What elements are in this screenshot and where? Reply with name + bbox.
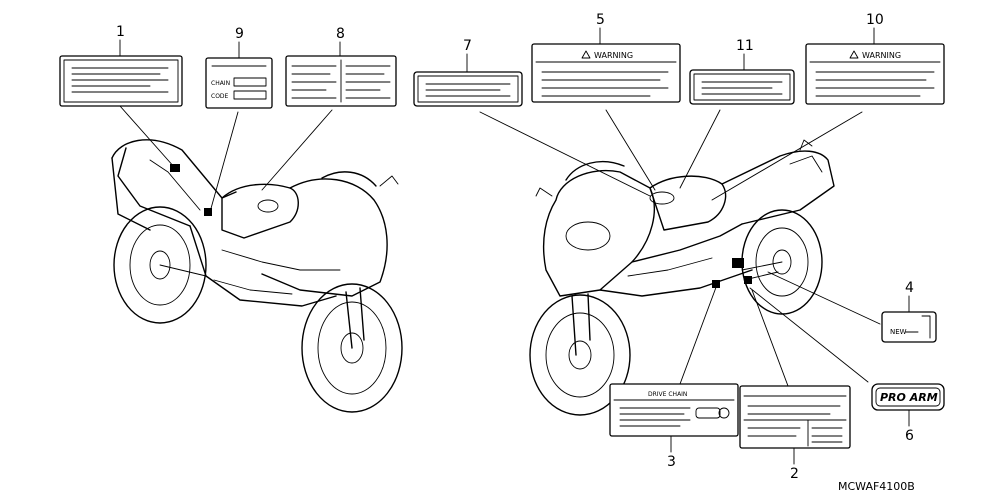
leader-9 — [209, 111, 239, 213]
diagram-code: MCWAF4100B — [838, 480, 915, 493]
label-9-chain-text: CHAIN — [211, 80, 230, 87]
label-7 — [413, 71, 523, 107]
leader-6 — [749, 287, 869, 383]
callout-3: 3 — [667, 454, 676, 470]
leader-lines — [119, 105, 881, 387]
warning-triangle-icon — [849, 50, 859, 59]
label-10-warning: WARNING — [805, 43, 945, 105]
callout-7: 7 — [463, 38, 472, 54]
label-location-4 — [744, 276, 752, 284]
chain-tool-icon — [695, 407, 721, 419]
label-5-warning: WARNING — [531, 43, 681, 103]
fuel-tank-right — [649, 175, 727, 231]
front-fairing-right — [542, 169, 656, 297]
motorcycle-right — [529, 139, 835, 416]
windscreen-left — [321, 171, 377, 187]
label-location-3 — [712, 280, 720, 288]
label-4: NEW — [881, 311, 937, 343]
callout-6: 6 — [905, 428, 914, 444]
leader-1 — [119, 105, 176, 169]
callout-8: 8 — [336, 26, 345, 42]
callout-10: 10 — [866, 12, 884, 28]
leader-11 — [679, 109, 721, 189]
callout-1: 1 — [116, 24, 125, 40]
mirror-right — [535, 187, 553, 197]
windscreen-right — [565, 160, 625, 181]
mirror-left — [379, 175, 399, 187]
callout-11: 11 — [736, 38, 754, 54]
warning-triangle-icon — [581, 50, 591, 59]
label-9-code-text: CODE — [211, 93, 229, 100]
leader-10 — [711, 111, 863, 201]
callout-2: 2 — [790, 466, 799, 482]
front-wheel-right — [529, 294, 631, 416]
label-location-9 — [204, 208, 212, 216]
label-9: CHAIN CODE — [205, 57, 273, 109]
label-2 — [739, 385, 851, 449]
callout-4: 4 — [905, 280, 914, 296]
label-location-2 — [732, 258, 744, 268]
leader-5 — [605, 109, 656, 191]
label-1 — [59, 55, 183, 107]
label-3: DRIVE CHAIN — [609, 383, 739, 437]
warning-10-text: WARNING — [862, 51, 901, 60]
label-8 — [285, 55, 397, 107]
leader-4 — [767, 271, 881, 325]
label-3-header: DRIVE CHAIN — [648, 391, 687, 398]
front-fairing-left — [261, 178, 388, 297]
label-11 — [689, 69, 795, 105]
callout-numbers: 1 9 8 7 5 11 10 4 6 3 2 — [116, 12, 914, 482]
front-wheel-left — [301, 283, 403, 413]
leader-8 — [261, 109, 333, 191]
headlight-right — [565, 221, 611, 251]
label-6: PRO ARM — [871, 383, 945, 411]
warning-5-text: WARNING — [594, 51, 633, 60]
callout-9: 9 — [235, 26, 244, 42]
motorcycle-left — [111, 139, 403, 413]
label-location-1 — [170, 164, 180, 172]
pro-arm-logo: PRO ARM — [880, 391, 938, 404]
label-4-text: NEW — [890, 328, 907, 336]
leader-2 — [751, 289, 789, 387]
leader-7 — [479, 111, 651, 197]
rear-wheel-left — [113, 206, 207, 324]
callout-5: 5 — [596, 12, 605, 28]
leader-3 — [679, 281, 719, 385]
